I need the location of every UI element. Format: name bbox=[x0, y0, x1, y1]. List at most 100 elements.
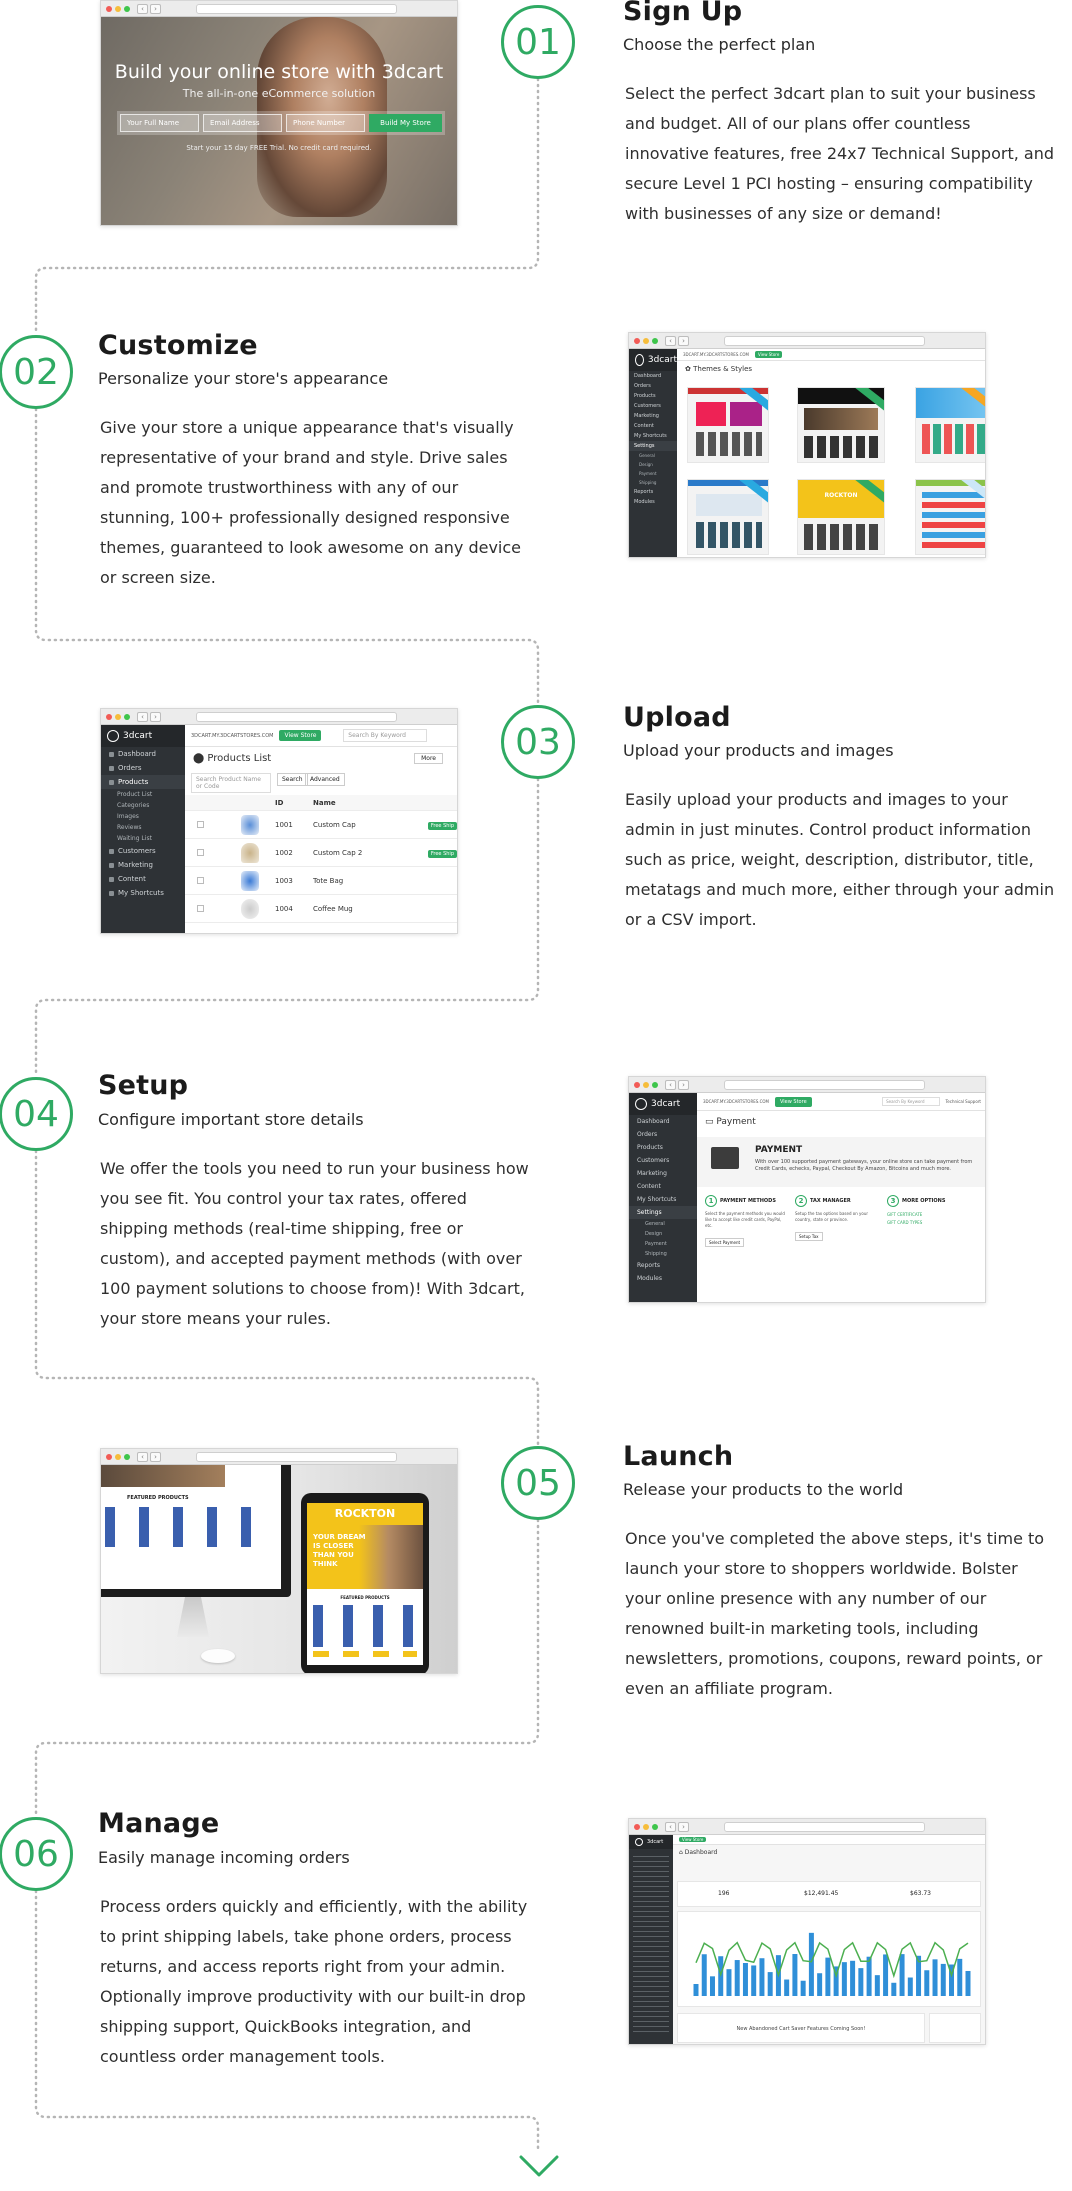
chart-bar bbox=[858, 1968, 864, 1996]
chart-bar bbox=[833, 1966, 839, 1996]
dashboard-main: ⌂ Dashboard 196 $12,491.45 $63.73 New Ab… bbox=[673, 1845, 985, 2044]
orders-icon bbox=[109, 765, 114, 771]
dashboard-screenshot: ‹ › 3dcart View Store ⌂ Dashboard 196 $1… bbox=[628, 1818, 986, 2045]
step-title: Upload bbox=[623, 702, 731, 733]
product-name: Custom Cap 2 bbox=[313, 849, 363, 857]
gift-certificate-link: GIFT CERTIFICATE bbox=[887, 1212, 923, 1217]
nav-products: Products bbox=[101, 775, 185, 789]
status-badge: Free Ship bbox=[427, 850, 457, 858]
theme-products bbox=[804, 436, 878, 458]
nav-orders: Orders bbox=[101, 761, 185, 775]
address-bar bbox=[196, 1452, 397, 1462]
products-title: Products List bbox=[207, 753, 272, 764]
back-icon: ‹ bbox=[665, 1822, 676, 1832]
admin-sidebar: 3dcart Dashboard Orders Products Custome… bbox=[629, 349, 677, 557]
admin-sidebar: 3dcart bbox=[629, 1835, 673, 2044]
step-two-icon: 2 bbox=[795, 1195, 807, 1207]
maximize-dot-icon bbox=[124, 1454, 130, 1460]
minimize-dot-icon bbox=[115, 714, 121, 720]
theme-thumb bbox=[915, 387, 985, 463]
chevron-down-icon bbox=[519, 2155, 559, 2177]
nav-customers: Customers bbox=[634, 403, 661, 409]
chart-bar bbox=[734, 1960, 740, 1996]
tablet-hero: YOUR DREAM IS CLOSER THAN YOU THINK bbox=[307, 1525, 423, 1589]
kpi-average: $63.73 bbox=[910, 1890, 931, 1897]
step-description: Select the perfect 3dcart plan to suit y… bbox=[625, 84, 1054, 223]
tablet-device: ROCKTON YOUR DREAM IS CLOSER THAN YOU TH… bbox=[301, 1493, 429, 1673]
step-description: We offer the tools you need to run your … bbox=[100, 1159, 529, 1328]
chart-bar bbox=[825, 1957, 831, 1996]
step-number-badge: 03 bbox=[501, 705, 575, 779]
sales-chart-panel bbox=[677, 1911, 981, 2007]
nav-settings: Settings bbox=[629, 1206, 697, 1219]
desktop-monitor: FEATURED PRODUCTS bbox=[101, 1465, 291, 1597]
theme-products bbox=[696, 522, 762, 548]
chart-bar bbox=[891, 1982, 897, 1996]
signup-form: Your Full Name Email Address Phone Numbe… bbox=[117, 111, 445, 135]
minimize-dot-icon bbox=[115, 1454, 121, 1460]
nav-sub-waiting-list: Waiting List bbox=[117, 835, 152, 842]
nav-sub-shipping: Shipping bbox=[645, 1251, 667, 1257]
kpi-sales: $12,491.45 bbox=[804, 1890, 839, 1897]
admin-topbar: 3DCART.MY.3DCARTSTORES.COM View Store Se… bbox=[185, 725, 457, 747]
tablet-featured-label: FEATURED PRODUCTS bbox=[340, 1595, 390, 1600]
admin-logo: 3dcart bbox=[101, 725, 185, 747]
store-url: 3DCART.MY.3DCARTSTORES.COM bbox=[703, 1099, 769, 1104]
option-title: MORE OPTIONS bbox=[902, 1198, 946, 1204]
step-subtitle: Personalize your store's appearance bbox=[98, 369, 389, 388]
products-heading: ⬤ Products List bbox=[193, 753, 271, 764]
search-input: Search By Keyword bbox=[882, 1097, 940, 1106]
step-description: Easily upload your products and images t… bbox=[625, 790, 1055, 929]
chart-line bbox=[695, 1941, 969, 1979]
minimize-dot-icon bbox=[643, 1082, 649, 1088]
step-title: Customize bbox=[98, 330, 258, 361]
nav-marketing: Marketing bbox=[637, 1170, 667, 1177]
nav-sub-images: Images bbox=[117, 813, 139, 820]
nav-dashboard: Dashboard bbox=[637, 1118, 670, 1125]
nav-content: Content bbox=[634, 423, 654, 429]
step-title: Setup bbox=[98, 1070, 189, 1101]
theme-products bbox=[804, 524, 878, 550]
chart-bar bbox=[949, 1964, 955, 1996]
hero-tagline: The all-in-one eCommerce solution bbox=[182, 87, 376, 100]
news-panel: New Abandoned Cart Saver Features Coming… bbox=[677, 2013, 925, 2043]
product-id: 1004 bbox=[275, 905, 293, 913]
chart-bar bbox=[883, 1954, 889, 1996]
tablet-slogan: YOUR DREAM IS CLOSER THAN YOU THINK bbox=[313, 1533, 366, 1568]
nav-products: Products bbox=[634, 393, 656, 399]
nav-content: Content bbox=[101, 872, 185, 886]
step-three-icon: 3 bbox=[887, 1195, 899, 1207]
trial-note: Start your 15 day FREE Trial. No credit … bbox=[186, 144, 372, 152]
brand-name: 3dcart bbox=[647, 355, 677, 365]
step-description: Process orders quickly and efficiently, … bbox=[100, 1897, 528, 2066]
table-row: 1003 Tote Bag bbox=[185, 867, 457, 895]
theme-products bbox=[922, 424, 985, 454]
brand-name: 3dcart bbox=[651, 1099, 681, 1109]
theme-thumb bbox=[687, 387, 769, 463]
marketing-icon bbox=[109, 862, 114, 868]
row-checkbox bbox=[197, 821, 204, 828]
nav-sub-general: General bbox=[639, 453, 655, 458]
more-button: More bbox=[414, 753, 443, 764]
product-id: 1001 bbox=[275, 821, 293, 829]
admin-topbar: 3DCART.MY.3DCARTSTORES.COM View Store bbox=[677, 349, 985, 361]
chart-bar bbox=[850, 1960, 856, 1996]
step-title: Manage bbox=[98, 1808, 220, 1839]
forward-icon: › bbox=[150, 1452, 161, 1462]
view-store-button: View Store bbox=[279, 730, 322, 741]
logo-icon bbox=[635, 1098, 647, 1110]
step-number-badge: 05 bbox=[501, 1446, 575, 1520]
nav-sub-design: Design bbox=[645, 1231, 663, 1237]
gift-card-types-link: GIFT CARD TYPES bbox=[887, 1220, 923, 1225]
signup-screenshot: ‹ › Build your online store with 3dcart … bbox=[100, 0, 458, 226]
admin-sidebar: 3dcart Dashboard Orders Products Product… bbox=[101, 725, 185, 933]
nav-sub-product-list: Product List bbox=[117, 791, 153, 798]
step-number-badge: 02 bbox=[0, 335, 73, 409]
payment-screenshot: ‹ › 3dcart Dashboard Orders Products Cus… bbox=[628, 1076, 986, 1303]
nav-marketing: Marketing bbox=[634, 413, 659, 419]
maximize-dot-icon bbox=[652, 338, 658, 344]
forward-icon: › bbox=[678, 336, 689, 346]
step-one-icon: 1 bbox=[705, 1195, 717, 1207]
close-dot-icon bbox=[634, 1824, 640, 1830]
step-subtitle: Upload your products and images bbox=[623, 741, 894, 760]
